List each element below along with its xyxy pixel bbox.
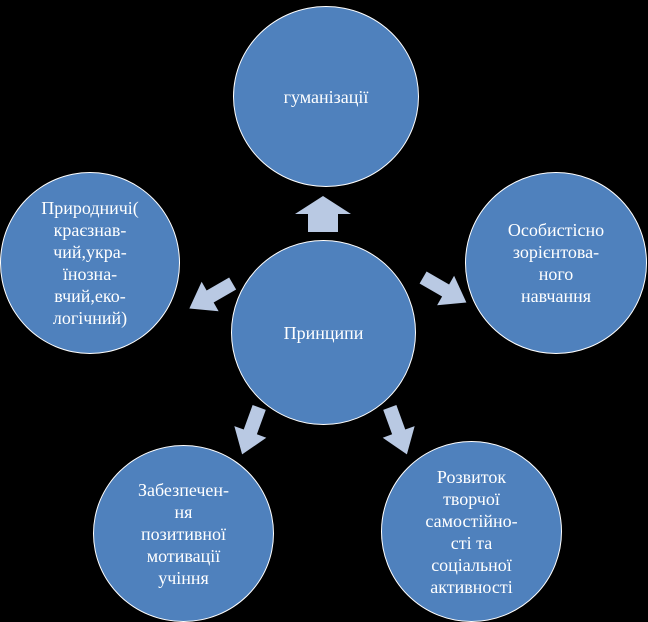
arrow-right-icon [419, 271, 467, 306]
node-right: Особистісно зорієнтова- ного навчання [465, 172, 647, 354]
center-node-label: Принципи [283, 322, 364, 343]
arrow-down-right-icon [382, 405, 415, 455]
arrow-left-icon [189, 277, 237, 312]
center-node: Принципи [231, 240, 416, 425]
node-right-label: Особистісно зорієнтова- ного навчання [507, 220, 605, 306]
arrow-down-left-icon [234, 405, 267, 455]
node-top-label: гуманізації [283, 86, 369, 107]
node-left: Природничі( краєзнав- чий,укра- їнозна- … [0, 172, 180, 354]
node-left-label: Природничі( краєзнав- чий,укра- їнозна- … [41, 198, 139, 328]
node-bottom-right-label: Розвиток творчої самостійно- сті та соці… [425, 466, 518, 597]
node-bottom-right: Розвиток творчої самостійно- сті та соці… [381, 441, 562, 622]
node-bottom-left: Забезпечен- ня позитивної мотивації учін… [93, 445, 274, 622]
arrow-up-icon [295, 196, 351, 232]
node-top: гуманізації [233, 6, 419, 187]
node-bottom-left-label: Забезпечен- ня позитивної мотивації учін… [137, 479, 230, 588]
